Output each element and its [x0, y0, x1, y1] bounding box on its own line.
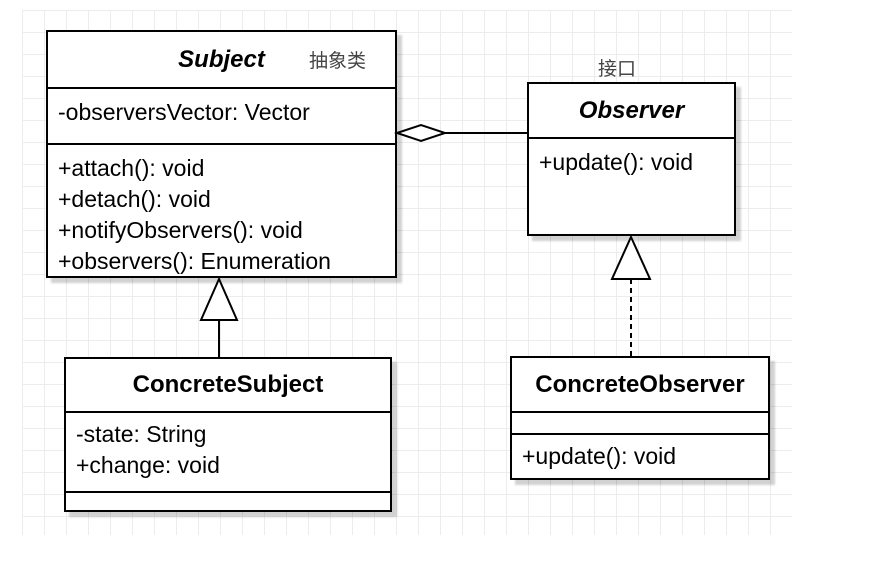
class-observer-name: Observer: [529, 84, 734, 139]
subject-operation: +notifyObservers(): void: [58, 217, 303, 243]
class-concrete-observer[interactable]: ConcreteObserver +update(): void: [510, 356, 770, 480]
class-concrete-subject-title: ConcreteSubject: [132, 371, 324, 398]
observer-operation: +update(): void: [539, 149, 694, 175]
class-subject-operations: +attach(): void +detach(): void +notifyO…: [48, 145, 395, 277]
class-concrete-observer-operations: +update(): void: [512, 435, 768, 472]
generalization-arrowhead: [199, 276, 239, 321]
realization-arrowhead: [610, 234, 652, 280]
concrete-subject-attribute: -state: String: [76, 421, 207, 447]
subject-operation: +attach(): void: [58, 155, 205, 181]
class-concrete-subject-attributes: -state: String +change: void: [66, 413, 390, 493]
class-subject[interactable]: Subject -observersVector: Vector +attach…: [46, 30, 397, 278]
aggregation-diamond: [393, 123, 449, 143]
abstract-class-note: 抽象类: [309, 50, 367, 72]
interface-note: 接口: [598, 58, 637, 80]
class-observer-operations: +update(): void: [529, 139, 734, 178]
class-concrete-observer-attributes: [512, 413, 768, 435]
class-concrete-subject-name: ConcreteSubject: [66, 359, 390, 413]
concrete-observer-operation: +update(): void: [522, 443, 677, 469]
class-subject-name: Subject: [48, 32, 395, 89]
subject-operation: +observers(): Enumeration: [58, 248, 331, 274]
subject-operation: +detach(): void: [58, 186, 211, 212]
class-concrete-subject[interactable]: ConcreteSubject -state: String +change: …: [64, 357, 392, 512]
concrete-subject-attribute: +change: void: [76, 452, 220, 478]
class-observer[interactable]: Observer +update(): void: [527, 82, 736, 236]
class-concrete-observer-name: ConcreteObserver: [512, 358, 768, 413]
class-subject-title: Subject: [178, 45, 265, 73]
class-subject-attributes: -observersVector: Vector: [48, 89, 395, 145]
subject-attribute: -observersVector: Vector: [58, 99, 310, 125]
class-observer-title: Observer: [578, 96, 685, 124]
class-concrete-observer-title: ConcreteObserver: [535, 370, 745, 398]
